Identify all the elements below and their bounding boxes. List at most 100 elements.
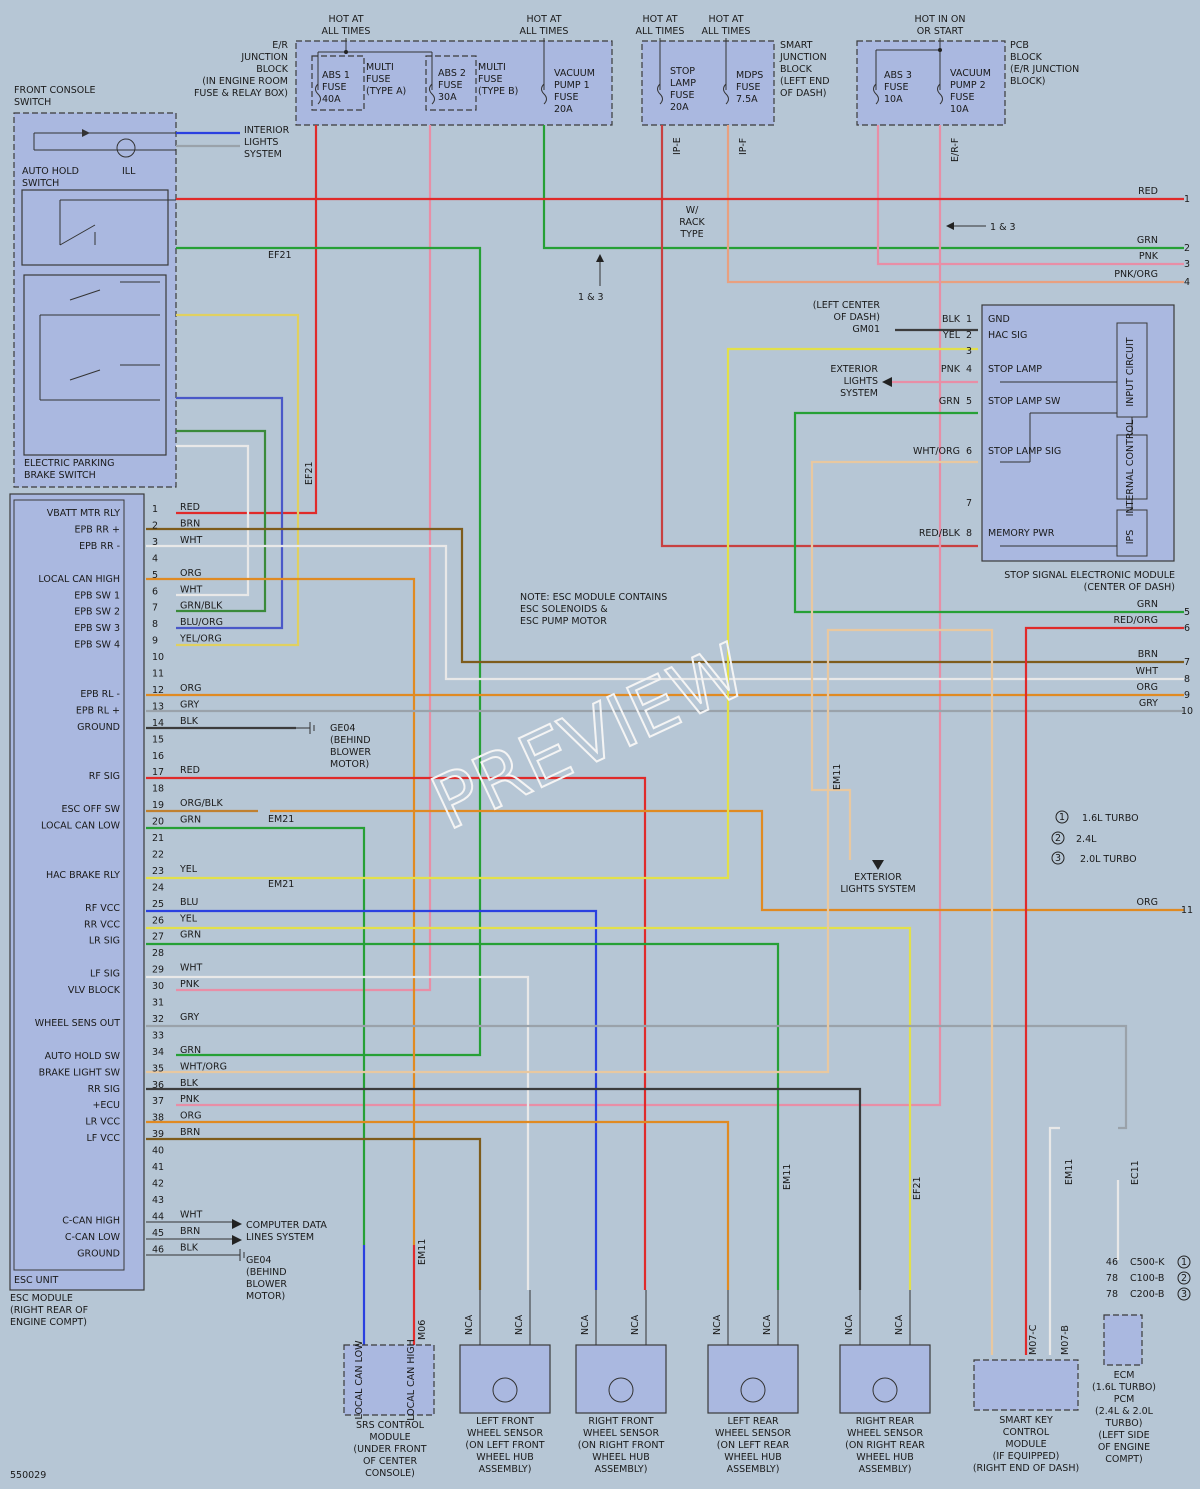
stop-pin-label: GND (988, 314, 1010, 325)
abs3-fuse-3: 10A (884, 94, 903, 105)
stop-pin-number: 3 (966, 346, 972, 357)
esc-pin-number: 21 (152, 833, 164, 844)
ecm-pin: 78 (1106, 1273, 1118, 1284)
connector-ef21-c: EF21 (912, 1176, 923, 1200)
sensor-leads (479, 1290, 531, 1345)
esc-pin-number: 10 (152, 652, 164, 663)
arrow-up-icon (596, 254, 604, 262)
esc-pin-label: +ECU (92, 1100, 120, 1111)
esc-pin-label: HAC BRAKE RLY (46, 870, 120, 881)
esc-pin-label: EPB SW 1 (74, 590, 120, 601)
stop-pin-color: RED/BLK (919, 528, 961, 539)
switch-icon (59, 199, 176, 246)
esc-pin-label: VLV BLOCK (68, 985, 121, 996)
stop-pin-label: STOP LAMP SW (988, 396, 1061, 407)
esc-pin-number: 44 (152, 1211, 164, 1222)
smart-key-2: CONTROL (1003, 1427, 1050, 1438)
wheel-sensor-body (707, 1344, 799, 1414)
esc-pin-number: 39 (152, 1129, 164, 1140)
multi-fuse-a-1: MULTI (366, 62, 394, 73)
esc-pin-label: GROUND (77, 722, 120, 733)
esc-pin-number: 43 (152, 1195, 164, 1206)
ge04a-1: GE04 (330, 723, 355, 734)
esc-pin-number: 7 (152, 603, 158, 614)
esc-pin-label: LOCAL CAN LOW (41, 821, 121, 832)
esc-pin-number: 28 (152, 948, 164, 959)
wire-bluorg-epb (176, 396, 284, 630)
wheel-sensor-label: (ON LEFT REAR (717, 1440, 790, 1451)
ecm-7: OF ENGINE (1098, 1442, 1150, 1453)
front-console-label-2: SWITCH (14, 97, 51, 108)
wheel-sensor-label: WHEEL HUB (724, 1452, 781, 1463)
esc-pin-color: BLU (180, 897, 198, 908)
esc-pin-number: 8 (152, 619, 158, 630)
wire-grnblk-epb (176, 429, 267, 613)
right-edge-number: 9 (1184, 690, 1190, 701)
wheel-sensor-body (575, 1344, 667, 1414)
right-edge-color: WHT (1136, 666, 1159, 677)
stop-pin-color: BLK (942, 314, 961, 325)
nca-label: NCA (844, 1314, 855, 1335)
input-circuit: INPUT CIRCUIT (1125, 337, 1136, 406)
right-edge-number: 3 (1184, 259, 1190, 270)
smart-block-4: (LEFT END (780, 76, 830, 87)
hot-in-on-b: OR START (917, 26, 964, 37)
esc-pin-number: 40 (152, 1146, 164, 1157)
esc-pin-label: LR SIG (89, 936, 120, 947)
connector-ipf: IP-F (738, 138, 749, 155)
abs1-fuse-label-1: ABS 1 (322, 70, 350, 81)
gm01-1: (LEFT CENTER (813, 300, 881, 311)
sensor-leads (727, 1290, 779, 1345)
nca-label: NCA (630, 1314, 641, 1335)
ecm-ref: 2 (1181, 1273, 1187, 1284)
stop-lamp-fuse-4: 20A (670, 102, 689, 113)
esc-pin-number: 12 (152, 685, 164, 696)
esc-pin-color: PNK (180, 979, 200, 990)
ground-icon (296, 722, 315, 734)
vacuum1-fuse-2: PUMP 1 (554, 80, 590, 91)
esc-pin-number: 19 (152, 800, 164, 811)
connector-m07c: M07-C (1028, 1324, 1039, 1355)
stop-pin-number: 6 (966, 446, 972, 457)
hot-at-all-times-4a: HOT AT (708, 14, 743, 25)
wire-wht-epb (176, 444, 250, 597)
wire-grn-vac1 (542, 125, 1184, 250)
vacuum1-fuse-1: VACUUM (554, 68, 595, 79)
smart-key-module: SMART KEY CONTROL MODULE (IF EQUIPPED) (… (973, 1359, 1079, 1474)
smart-key-1: SMART KEY (999, 1415, 1053, 1426)
esc-pin-number: 38 (152, 1113, 164, 1124)
connector-em11-a: EM11 (832, 764, 843, 790)
esc-pin-color: YEL (179, 913, 198, 924)
esc-pin-label: EPB SW 2 (74, 607, 120, 618)
stop-pin-color: PNK (941, 364, 961, 375)
er-block-line2: JUNCTION (240, 52, 288, 63)
wheel-sensor-body (459, 1344, 551, 1414)
wheel-sensor-label: WHEEL HUB (856, 1452, 913, 1463)
esc-pin-label: EPB RL - (80, 689, 120, 700)
er-block-line4: (IN ENGINE ROOM (202, 76, 288, 87)
smart-key-3: MODULE (1005, 1439, 1046, 1450)
right-edge-color: GRN (1137, 235, 1158, 246)
note-line-3: ESC PUMP MOTOR (520, 616, 607, 627)
srs-5: CONSOLE) (365, 1468, 415, 1479)
wheel-sensor-label: WHEEL SENSOR (847, 1428, 924, 1439)
ext-lights2-1: EXTERIOR (854, 872, 902, 883)
wire-pnkorg-mdps (726, 125, 1184, 284)
esc-pin-color: YEL/ORG (179, 634, 222, 645)
pcb-block-2: BLOCK (1010, 52, 1043, 63)
right-edge-terminals: RED1GRN2PNK3PNK/ORG4GRN5RED/ORG6BRN7WHT8… (1113, 186, 1193, 916)
fuse-icon (873, 83, 943, 105)
esc-pin-number: 14 (152, 718, 164, 729)
esc-pin-number: 17 (152, 767, 164, 778)
ecm-6: (LEFT SIDE (1098, 1430, 1149, 1441)
diode-icon (82, 129, 90, 137)
right-edge-color: BRN (1138, 649, 1158, 660)
stop-pin-number: 7 (966, 498, 972, 509)
esc-pin-color: GRN (180, 930, 201, 941)
right-edge-number: 11 (1181, 905, 1193, 916)
esc-module-3: ENGINE COMPT) (10, 1317, 87, 1328)
smart-block-2: JUNCTION (779, 52, 827, 63)
